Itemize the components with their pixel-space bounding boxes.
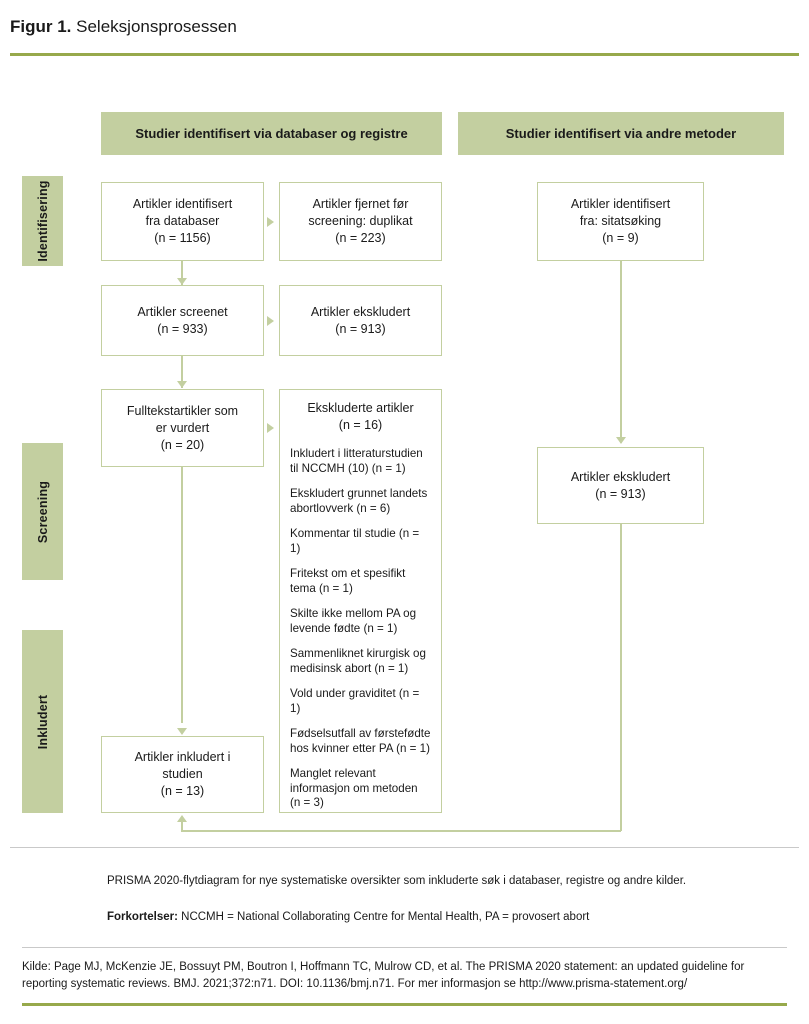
node-line: Artikler ekskludert	[310, 304, 411, 319]
node-line: (n = 913)	[335, 321, 386, 336]
arrow-screened-to-excluded	[267, 316, 274, 326]
footer-divider-bottom	[22, 1003, 787, 1006]
list-item: Fødselsutfall av førstefødte hos kvinner…	[290, 727, 431, 755]
node-line: fra: sitatsøking	[579, 214, 662, 228]
stage-bar-screening: Screening	[22, 443, 63, 580]
footer-divider-mid	[22, 947, 787, 948]
node-identified-databases: Artikler identifisert fra databaser (n =…	[101, 182, 264, 261]
stage-label-identification: Identifisering	[35, 180, 50, 262]
arrow-fulltext-to-excluded	[267, 423, 274, 433]
arrow-other-to-excluded	[616, 437, 626, 444]
connector-screened-to-fulltext	[181, 356, 183, 388]
node-line: (n = 933)	[157, 321, 208, 336]
figure-subject: Seleksjonsprosessen	[76, 17, 237, 36]
column-header-databases: Studier identifisert via databaser og re…	[101, 112, 442, 155]
node-included-in-study: Artikler inkludert i studien (n = 13)	[101, 736, 264, 813]
node-line: Ekskluderte artikler	[307, 401, 414, 415]
node-screened: Artikler screenet (n = 933)	[101, 285, 264, 356]
node-excluded-fulltext: Ekskluderte artikler (n = 16) Inkludert …	[279, 389, 442, 813]
node-line: (n = 223)	[335, 231, 386, 245]
page-title: Figur 1. Seleksjonsprosessen	[10, 16, 237, 38]
connector-other-column-down	[620, 524, 622, 831]
node-excluded-other: Artikler ekskludert (n = 913)	[537, 447, 704, 524]
arrow-screened-to-fulltext	[177, 381, 187, 388]
node-excluded-screened: Artikler ekskludert (n = 913)	[279, 285, 442, 356]
node-line: er vurdert	[155, 420, 210, 435]
stage-bar-identification: Identifisering	[22, 176, 63, 266]
stage-bar-included: Inkludert	[22, 630, 63, 813]
column-header-other-methods-text: Studier identifisert via andre metoder	[505, 126, 737, 141]
footer-divider-top	[10, 847, 799, 848]
list-item: Kommentar til studie (n = 1)	[290, 527, 420, 555]
abbreviations-text: NCCMH = National Collaborating Centre fo…	[177, 911, 590, 923]
source-citation: Kilde: Page MJ, McKenzie JE, Bossuyt PM,…	[22, 961, 745, 990]
footer-abbreviations: Forkortelser: NCCMH = National Collabora…	[107, 909, 747, 925]
node-identified-other-methods: Artikler identifisert fra: sitatsøking (…	[537, 182, 704, 261]
footer-note: PRISMA 2020-flytdiagram for nye systemat…	[107, 875, 687, 887]
arrow-other-to-included	[177, 815, 187, 822]
list-item: Ekskludert grunnet landets abortlovverk …	[290, 487, 428, 515]
list-item: Inkludert i litteraturstudien til NCCMH …	[290, 447, 423, 475]
node-line: studien	[162, 767, 203, 781]
node-line: (n = 1156)	[154, 231, 211, 245]
connector-other-to-excluded	[620, 261, 622, 443]
connector-into-included	[181, 822, 183, 831]
column-header-other-methods: Studier identifisert via andre metoder	[458, 112, 784, 155]
stage-label-screening: Screening	[35, 480, 50, 543]
arrow-identified-to-removed	[267, 217, 274, 227]
column-header-databases-text: Studier identifisert via databaser og re…	[135, 126, 408, 141]
node-line: fra databaser	[145, 214, 220, 228]
list-item: Vold under graviditet (n = 1)	[290, 687, 420, 715]
excluded-reasons-list: Inkludert i litteraturstudien til NCCMH …	[290, 447, 431, 811]
node-line: Artikler identifisert	[132, 197, 233, 211]
node-fulltext-assessed: Fulltekstartikler som er vurdert (n = 20…	[101, 389, 264, 467]
node-line: Artikler fjernet før	[312, 197, 409, 211]
abbreviations-label: Forkortelser:	[107, 911, 178, 923]
node-line: (n = 20)	[160, 437, 205, 452]
node-line: (n = 13)	[160, 784, 205, 798]
node-line: (n = 16)	[338, 418, 383, 432]
list-item: Manglet relevant informasjon om metoden …	[290, 767, 418, 809]
connector-identified-to-screened	[181, 261, 183, 285]
connector-fulltext-to-included	[181, 467, 183, 723]
node-removed-before-screening: Artikler fjernet før screening: duplikat…	[279, 182, 442, 261]
arrow-identified-to-screened	[177, 278, 187, 285]
list-item: Sammenliknet kirurgisk og medisinsk abor…	[290, 647, 426, 675]
arrow-fulltext-to-included	[177, 728, 187, 735]
node-line: Artikler screenet	[137, 304, 228, 319]
figure-label: Figur 1.	[10, 17, 72, 36]
stage-label-included: Inkludert	[35, 694, 50, 749]
excluded-fulltext-heading: Ekskluderte artikler (n = 16)	[290, 400, 431, 434]
node-line: Artikler identifisert	[570, 197, 671, 211]
list-item: Skilte ikke mellom PA og levende fødte (…	[290, 607, 417, 635]
connector-other-column-left	[181, 830, 621, 832]
node-line: (n = 913)	[595, 486, 646, 501]
node-line: (n = 9)	[602, 231, 639, 245]
node-line: Artikler ekskludert	[570, 469, 671, 484]
title-divider	[10, 53, 799, 56]
list-item: Fritekst om et spesifikt tema (n = 1)	[290, 567, 406, 595]
node-line: screening: duplikat	[308, 214, 413, 228]
node-line: Fulltekstartikler som	[126, 403, 239, 418]
node-line: Artikler inkludert i	[134, 750, 231, 764]
